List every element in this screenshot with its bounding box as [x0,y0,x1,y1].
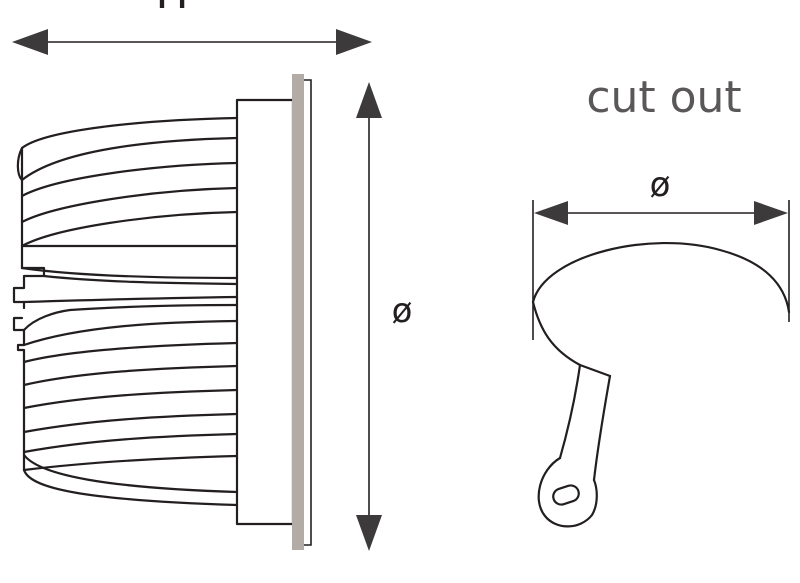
luminaire-side-view [12,74,312,550]
height-label: H [155,0,188,19]
diameter-dimension: ø [356,82,412,551]
height-dimension: H [12,0,372,55]
heatsink-fins-lower [22,341,239,507]
diameter-arrow-bottom [356,515,382,551]
flange-lens-edge [304,79,312,546]
mounting-flange [292,74,304,550]
housing-left-edge [12,146,239,472]
height-arrow-right [336,29,372,55]
cutout-arrow-right [754,201,788,225]
cutout-section: cut out ø [531,72,791,528]
diameter-arrow-top [356,82,382,118]
cutout-diameter-label: ø [650,165,671,205]
height-arrow-left [12,29,48,55]
cutout-diameter-dimension: ø [532,165,790,340]
cutout-title: cut out [586,72,741,123]
diameter-label: ø [392,291,413,331]
cutout-hole-arc [531,241,791,314]
heatsink-fins-upper [16,116,239,248]
housing-front-block [235,98,295,526]
cutout-arrow-left [534,201,568,225]
cutting-tool-icon [531,300,612,528]
